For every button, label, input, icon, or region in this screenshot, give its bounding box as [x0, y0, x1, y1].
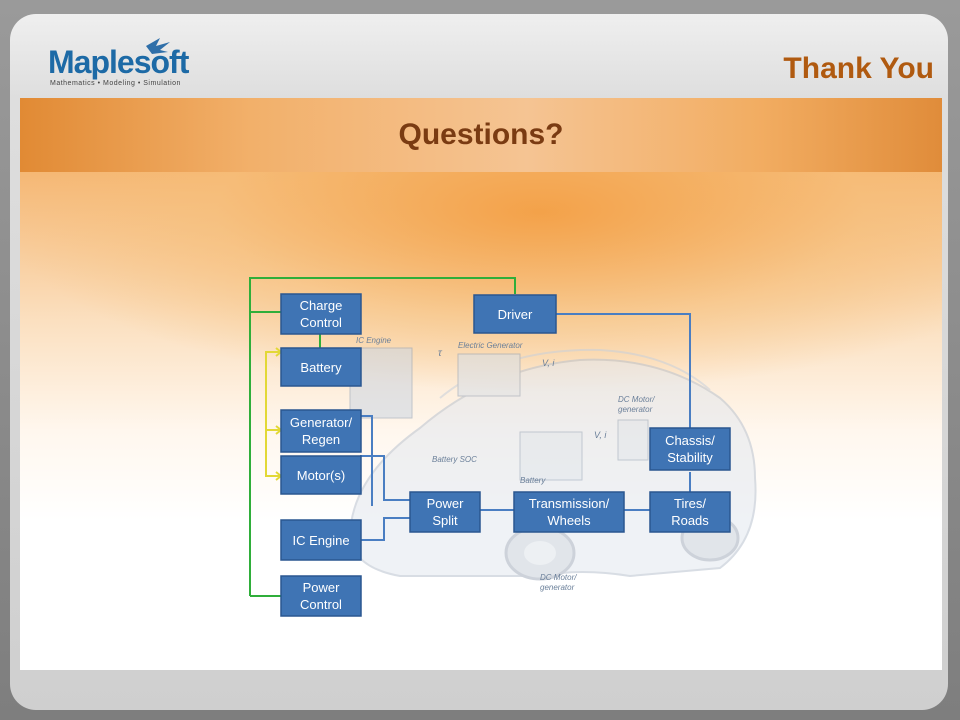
block-motors: Motor(s): [280, 455, 362, 495]
block-generator-line2: Regen: [302, 432, 340, 447]
block-battery: Battery: [280, 347, 362, 387]
car-label-dc-motor-line2: generator: [618, 405, 653, 414]
block-battery-label: Battery: [300, 360, 342, 375]
car-label-electric-generator: Electric Generator: [458, 341, 523, 350]
block-ic-engine: IC Engine: [280, 519, 362, 561]
block-ic-engine-label: IC Engine: [292, 533, 349, 548]
banner-title: Questions?: [398, 118, 564, 151]
block-motors-label: Motor(s): [297, 468, 345, 483]
slide-content: Questions? IC Engine El: [20, 98, 942, 670]
car-label-dc-motor-bottom-line1: DC Motor/: [540, 573, 577, 582]
block-power-split: Power Split: [409, 491, 481, 533]
block-driver: Driver: [473, 294, 557, 334]
block-chassis-line2: Stability: [667, 450, 713, 465]
block-charge-control: Charge Control: [280, 293, 362, 335]
maple-leaf-icon: [146, 38, 170, 54]
header-title: Thank You: [783, 52, 934, 85]
block-power-split-line1: Power: [427, 496, 465, 511]
block-chassis-stability: Chassis/ Stability: [649, 427, 731, 471]
block-power-control: Power Control: [280, 575, 362, 617]
logo-wordmark: Maplesoft: [48, 44, 189, 81]
block-transmission-line1: Transmission/: [529, 496, 610, 511]
block-transmission-line2: Wheels: [547, 513, 591, 528]
block-generator-line1: Generator/: [290, 415, 353, 430]
blue-connectors: [360, 313, 691, 541]
block-tires-line2: Roads: [671, 513, 709, 528]
title-banner: Questions?: [20, 98, 942, 172]
car-label-battery-soc: Battery SOC: [432, 455, 477, 464]
car-label-vi-top: V, i: [542, 358, 555, 368]
car-label-vi-mid: V, i: [594, 430, 607, 440]
block-transmission-wheels: Transmission/ Wheels: [513, 491, 625, 533]
logo-text: Maplesoft: [48, 44, 189, 80]
block-chassis-line1: Chassis/: [665, 433, 715, 448]
logo-tagline: Mathematics • Modeling • Simulation: [50, 80, 181, 87]
car-annotation-labels: IC Engine Electric Generator DC Motor/ g…: [356, 336, 655, 592]
block-power-control-line2: Control: [300, 597, 342, 612]
block-power-split-line2: Split: [432, 513, 458, 528]
yellow-connectors: [265, 347, 282, 481]
car-label-dc-motor-line1: DC Motor/: [618, 395, 655, 404]
block-generator-regen: Generator/ Regen: [280, 409, 362, 453]
car-label-tau: τ: [438, 348, 443, 359]
hybrid-vehicle-diagram: IC Engine Electric Generator DC Motor/ g…: [249, 277, 757, 617]
block-tires-line1: Tires/: [674, 496, 706, 511]
block-charge-control-line1: Charge: [300, 298, 343, 313]
block-power-control-line1: Power: [303, 580, 341, 595]
maplesoft-logo: Maplesoft Mathematics • Modeling • Simul…: [48, 36, 208, 92]
slide: Maplesoft Mathematics • Modeling • Simul…: [10, 14, 948, 710]
slide-header: Maplesoft Mathematics • Modeling • Simul…: [10, 14, 948, 98]
car-label-battery: Battery: [520, 476, 546, 485]
car-label-dc-motor-bottom-line2: generator: [540, 583, 575, 592]
block-charge-control-line2: Control: [300, 315, 342, 330]
block-driver-label: Driver: [498, 307, 533, 322]
car-label-ic-engine: IC Engine: [356, 336, 392, 345]
block-tires-roads: Tires/ Roads: [649, 491, 731, 533]
